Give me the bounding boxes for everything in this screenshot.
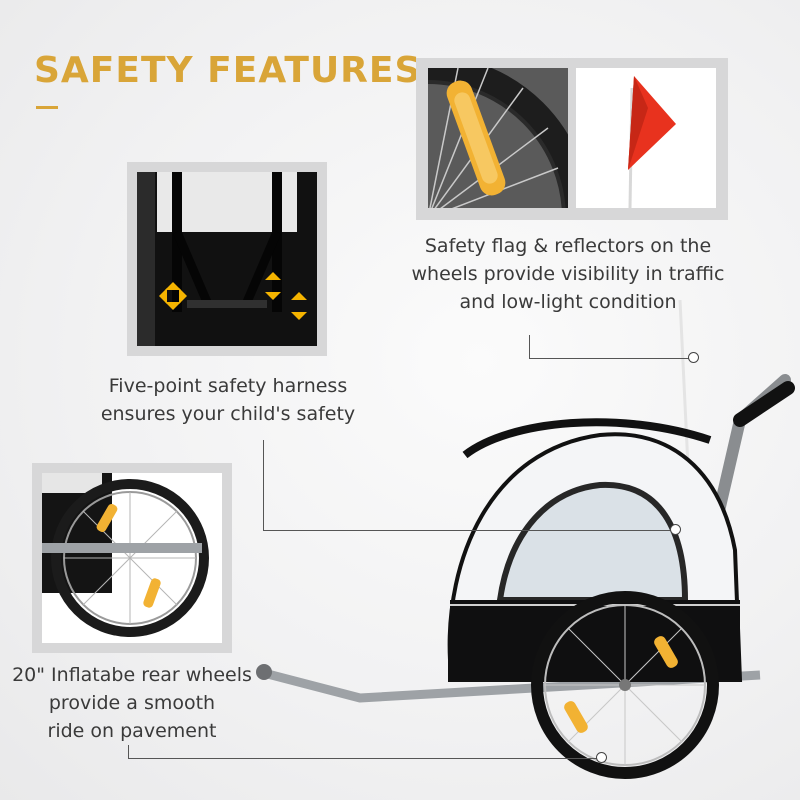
wheel-leader-vertical — [128, 745, 129, 759]
bike-trailer-illustration — [256, 300, 795, 779]
reflector-photo — [428, 68, 568, 208]
wheel-leader-dot — [596, 752, 607, 763]
flag-caption-line-3: and low-light condition — [459, 291, 677, 313]
harness-caption-line-1: Five-point safety harness — [108, 375, 348, 397]
wheels-caption-line-2: provide a smooth — [48, 692, 216, 714]
title-underline — [36, 106, 58, 109]
flag-photo — [576, 68, 716, 208]
harness-photo — [137, 172, 317, 346]
harness-caption: Five-point safety harness ensures your c… — [98, 372, 358, 428]
wheels-caption: 20" Inflatabe rear wheels provide a smoo… — [12, 661, 252, 745]
wheels-caption-line-1: 20" Inflatabe rear wheels — [12, 664, 252, 686]
wheel-photo — [42, 473, 222, 643]
flag-reflector-caption: Safety flag & reflectors on the wheels p… — [408, 232, 728, 316]
flag-caption-line-2: wheels provide visibility in traffic — [411, 263, 725, 285]
flag-leader-horizontal — [529, 358, 689, 359]
wheel-leader-horizontal — [128, 758, 598, 759]
wheels-caption-line-3: ride on pavement — [47, 720, 217, 742]
harness-leader-vertical — [263, 440, 264, 530]
flag-leader-vertical — [529, 335, 530, 358]
flag-caption-line-1: Safety flag & reflectors on the — [424, 235, 712, 257]
flag-leader-dot — [688, 352, 699, 363]
harness-leader-dot — [670, 524, 681, 535]
harness-leader-horizontal — [263, 530, 673, 531]
harness-caption-line-2: ensures your child's safety — [100, 403, 356, 425]
page-title: SAFETY FEATURES — [34, 50, 422, 91]
